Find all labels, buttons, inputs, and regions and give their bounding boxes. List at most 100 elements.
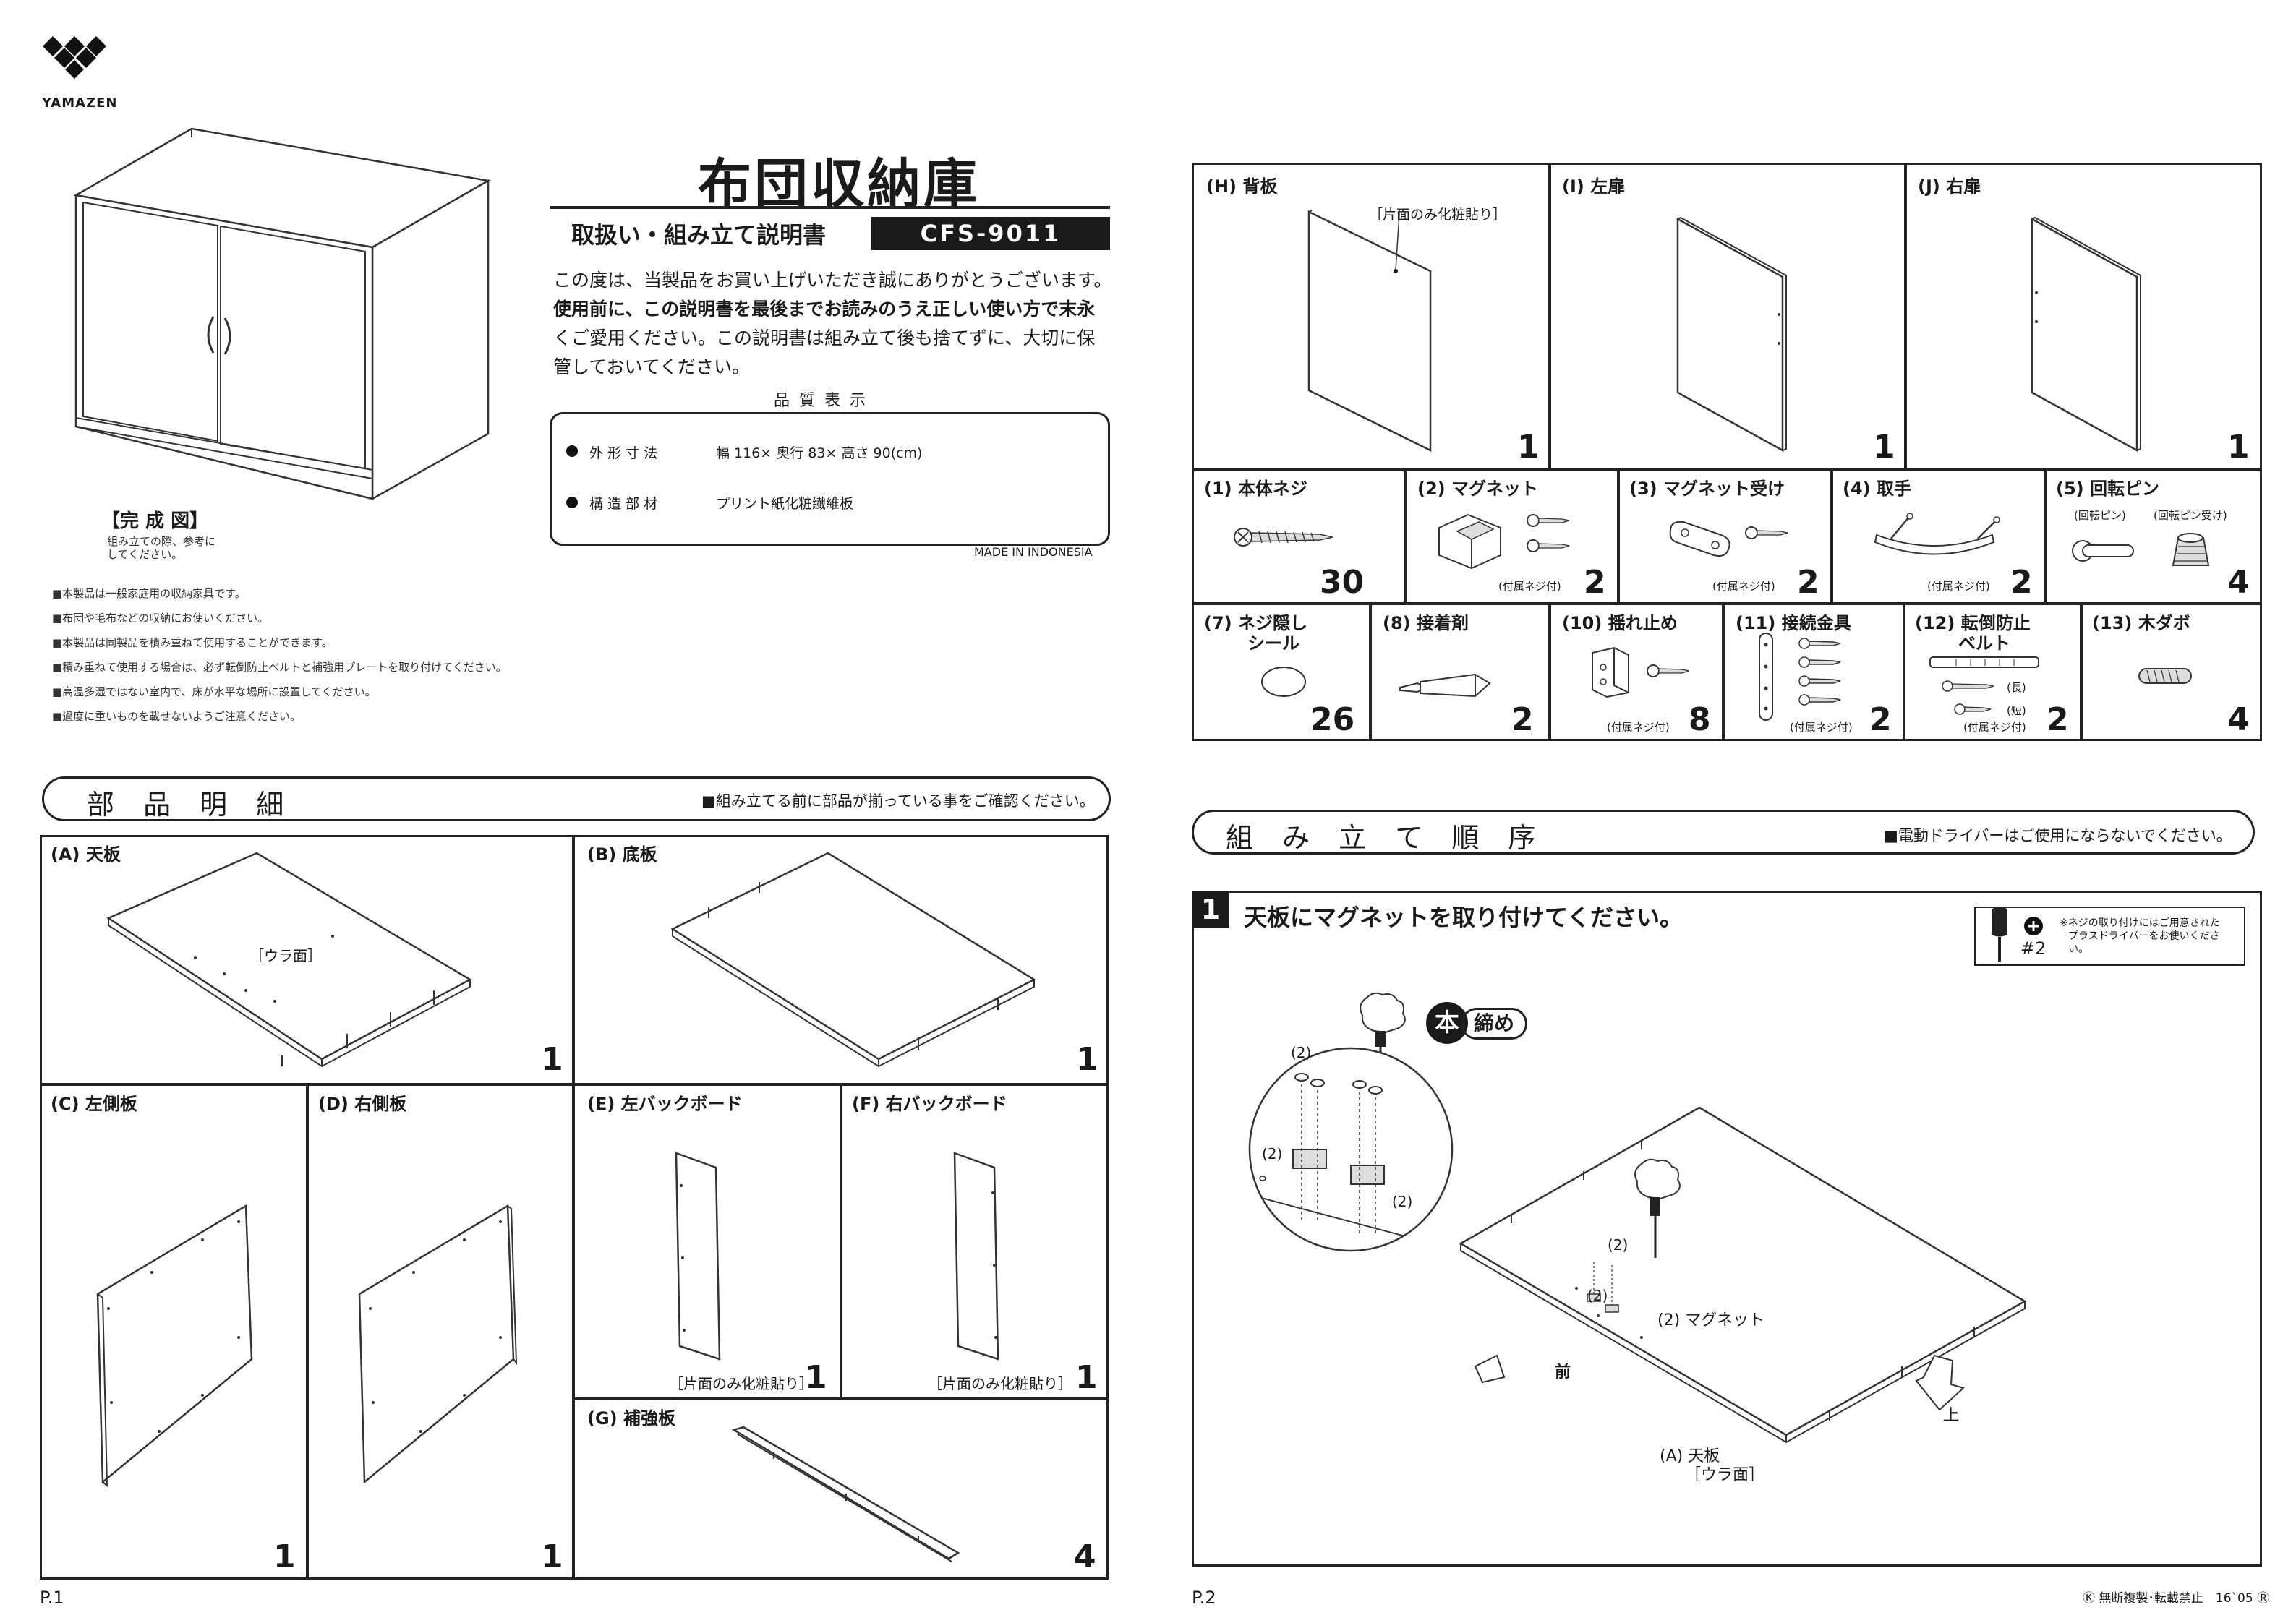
callout-2-d: (2) (1608, 1236, 1629, 1254)
anti-sway-bracket-icon (1592, 646, 1690, 698)
completed-note-2: してください。 (107, 548, 183, 561)
intro-line-4: 管しておいてください。 (553, 356, 751, 377)
copyright: Ⓚ 無断複製･転載禁止 16`05 Ⓡ (2083, 1591, 2270, 1606)
intro-line-1: この度は、当製品をお買い上げいただき誠にありがとうございます。 (553, 270, 1112, 291)
assembly-section-header (1192, 810, 2255, 855)
hw-qty-13: 4 (2227, 701, 2250, 738)
magnet-icon (1438, 513, 1570, 570)
part-cell-c (40, 1084, 307, 1580)
part-qty-c: 1 (273, 1538, 296, 1575)
step-1-number: 1 (1192, 891, 1229, 928)
hw-short-12: (短) (2007, 704, 2026, 717)
hw-cell-13 (2081, 604, 2262, 741)
hw-label-12b: ベルト (1958, 633, 2010, 654)
top-board-assembly-illustration (1459, 1106, 2027, 1444)
part-sub-e: ［片面のみ化粧貼り］ (669, 1375, 814, 1392)
quality-bullet-1 (566, 445, 578, 457)
callout-2-a: (2) (1291, 1044, 1312, 1061)
part-cell-g (573, 1399, 1109, 1580)
glue-tube-icon (1399, 673, 1491, 698)
hw-label-11: (11) 接続金具 (1736, 613, 1851, 633)
part-qty-i: 1 (1873, 429, 1895, 466)
part-qty-h: 1 (1517, 429, 1540, 466)
left-door-illustration (1676, 216, 1787, 453)
hw-sub-5b: (回転ピン受け) (2154, 509, 2227, 522)
hw-sub-3: (付属ネジ付) (1712, 580, 1775, 593)
hw-label-12: (12) 転倒防止 (1915, 613, 2031, 633)
magnet-catch-icon (1669, 521, 1788, 557)
driver-note-1: ※ネジの取り付けにはご用意された (2060, 917, 2220, 929)
hw-qty-10: 8 (1689, 701, 1711, 738)
hand-tighten-label: 締め (1461, 1008, 1527, 1040)
part-label-b: (B) 底板 (587, 844, 657, 865)
hw-label-7b: シール (1247, 633, 1299, 654)
up-marker: 上 (1943, 1407, 1960, 1425)
pivot-pin-icon (2072, 533, 2210, 566)
completed-label: 【完 成 図】 (101, 510, 209, 532)
hw-sub-4: (付属ネジ付) (1927, 580, 1990, 593)
hw-cell-11 (1723, 604, 1904, 741)
notice-3: ■本製品は同製品を積み重ねて使用することができます。 (52, 636, 333, 649)
part-label-d: (D) 右側板 (318, 1094, 407, 1114)
hw-sub-11: (付属ネジ付) (1790, 721, 1853, 734)
part-cell-b (573, 835, 1109, 1084)
assembly-section-title: 組 み 立 て 順 序 (1226, 822, 1546, 854)
parts-section-note: ■組み立てる前に部品が揃っている事をご確認ください。 (701, 792, 1095, 810)
hw-cell-1 (1192, 470, 1405, 604)
step-1-box (1192, 891, 2262, 1567)
hw-long-12: (長) (2007, 681, 2026, 694)
hw-label-1: (1) 本体ネジ (1204, 479, 1307, 499)
callout-2-c: (2) (1392, 1193, 1413, 1210)
manual-subtitle: 取扱い・組み立て説明書 (571, 221, 827, 249)
hw-label-2: (2) マグネット (1417, 479, 1538, 499)
quality-value-1: 幅 116× 奥行 83× 高さ 90(cm) (716, 445, 923, 461)
hw-cell-4 (1832, 470, 2045, 604)
notice-1: ■本製品は一般家庭用の収納家具です。 (52, 587, 246, 600)
hw-cell-3 (1618, 470, 1832, 604)
back-panel-illustration (1307, 210, 1432, 453)
part-label-c: (C) 左側板 (51, 1094, 137, 1114)
top-board-illustration (106, 852, 472, 1068)
part-label-f: (F) 右バックボード (852, 1094, 1007, 1114)
hand-with-screwdriver-2-icon (1634, 1158, 1681, 1258)
completed-note-1: 組み立ての際、参考に (107, 535, 216, 548)
hw-sub-10: (付属ネジ付) (1607, 721, 1670, 734)
anti-tip-belt-icon (1929, 656, 2039, 715)
notice-6: ■過度に重いものを載せないようご注意ください。 (52, 710, 301, 723)
front-marker: 前 (1555, 1363, 1571, 1382)
step-1-text: 天板にマグネットを取り付けてください。 (1244, 904, 1683, 931)
hw-qty-1: 30 (1320, 564, 1365, 601)
part-cell-f (841, 1084, 1109, 1399)
hw-label-8: (8) 接着剤 (1383, 613, 1469, 633)
hw-cell-10 (1550, 604, 1723, 741)
right-backboard-illustration (953, 1152, 999, 1361)
assembly-section-note: ■電動ドライバーはご使用にならないでください。 (1884, 827, 2232, 844)
left-backboard-illustration (675, 1152, 721, 1361)
part-qty-d: 1 (541, 1538, 563, 1575)
hw-qty-2: 2 (1584, 564, 1606, 601)
magnet-detail-circle (1248, 1047, 1454, 1252)
quality-value-2: プリント紙化粧繊維板 (716, 496, 854, 512)
quality-bullet-2 (566, 497, 578, 508)
hw-qty-5: 4 (2227, 564, 2250, 601)
part-label-h: (H) 背板 (1206, 176, 1278, 197)
hw-qty-8: 2 (1511, 701, 1534, 738)
brand-name: YAMAZEN (42, 95, 118, 111)
quality-label-2: 構 造 部 材 (589, 496, 658, 512)
model-badge: CFS-9011 (871, 217, 1110, 250)
hw-qty-4: 2 (2010, 564, 2033, 601)
page-number-2: P.2 (1192, 1588, 1216, 1608)
quality-label-1: 外 形 寸 法 (589, 445, 658, 461)
left-side-board-illustration (96, 1204, 253, 1488)
hw-label-13: (13) 木ダボ (2092, 613, 2190, 633)
callout-2-b: (2) (1262, 1145, 1283, 1162)
part-qty-j: 1 (2227, 429, 2250, 466)
driver-size: #2 (2020, 938, 2047, 959)
yamazen-logo (43, 36, 106, 79)
hw-sub-5a: (回転ピン) (2074, 509, 2126, 522)
part-qty-b: 1 (1076, 1041, 1098, 1078)
completed-cabinet-illustration (73, 127, 491, 501)
hw-cell-12 (1904, 604, 2081, 741)
part-qty-a: 1 (541, 1041, 563, 1078)
quality-heading: 品 質 表 示 (774, 392, 868, 410)
